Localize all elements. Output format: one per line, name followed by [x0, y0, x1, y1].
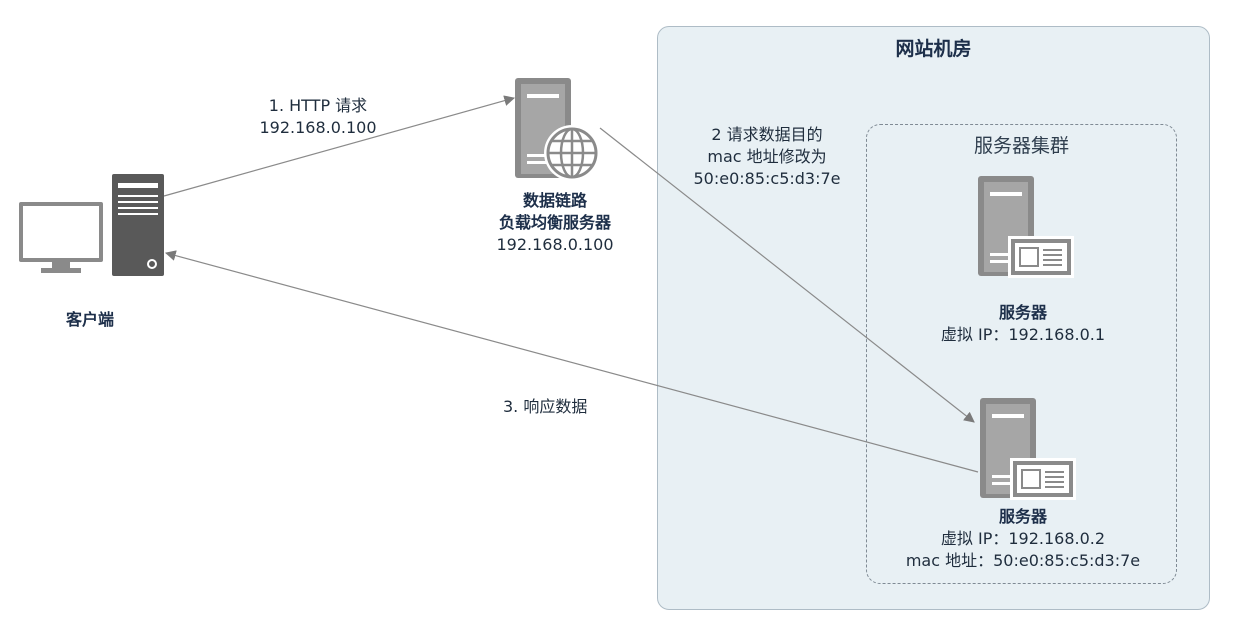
step1-line2: 192.168.0.100: [259, 118, 377, 137]
lb-name-line1: 数据链路: [522, 191, 587, 210]
arrow-step1: [163, 95, 516, 197]
server-1-icon: [978, 176, 1074, 278]
step2-line3: 50:e0:85:c5:d3:7e: [693, 169, 841, 188]
lb-name-line2: 负载均衡服务器: [498, 213, 611, 232]
server-2-name: 服务器: [998, 507, 1047, 526]
server-1-label: 服务器 虚拟 IP：192.168.0.1: [900, 302, 1146, 346]
server-2-icon: [980, 398, 1076, 500]
step2-label: 2 请求数据目的 mac 地址修改为 50:e0:85:c5:d3:7e: [672, 124, 862, 190]
step1-label: 1. HTTP 请求 192.168.0.100: [236, 95, 400, 139]
lb-ip: 192.168.0.100: [496, 235, 614, 254]
client-label: 客户端: [65, 310, 114, 329]
pc-tower-icon: [112, 174, 164, 276]
datacenter-box: [657, 26, 1210, 610]
server-2-ip: 虚拟 IP：192.168.0.2: [940, 529, 1106, 548]
monitor-icon: [19, 202, 103, 273]
server-2-label: 服务器 虚拟 IP：192.168.0.2 mac 地址：50:e0:85:c5…: [880, 506, 1166, 572]
server-cluster-title: 服务器集群: [973, 135, 1069, 157]
load-balancer-label: 数据链路 负载均衡服务器 192.168.0.100: [470, 190, 640, 256]
server-2-mac: mac 地址：50:e0:85:c5:d3:7e: [905, 551, 1141, 570]
step3-label: 3. 响应数据: [503, 397, 588, 416]
arrow-step2: [599, 127, 975, 423]
step1-line1: 1. HTTP 请求: [268, 96, 368, 115]
datacenter-title: 网站机房: [895, 38, 972, 60]
arrow-step3: [164, 250, 979, 473]
step2-line2: mac 地址修改为: [707, 147, 827, 166]
server-1-name: 服务器: [998, 303, 1047, 322]
server-cluster-box: [866, 124, 1177, 584]
globe-icon: [544, 125, 600, 181]
step2-line1: 2 请求数据目的: [711, 125, 823, 144]
server-1-ip: 虚拟 IP：192.168.0.1: [940, 325, 1106, 344]
